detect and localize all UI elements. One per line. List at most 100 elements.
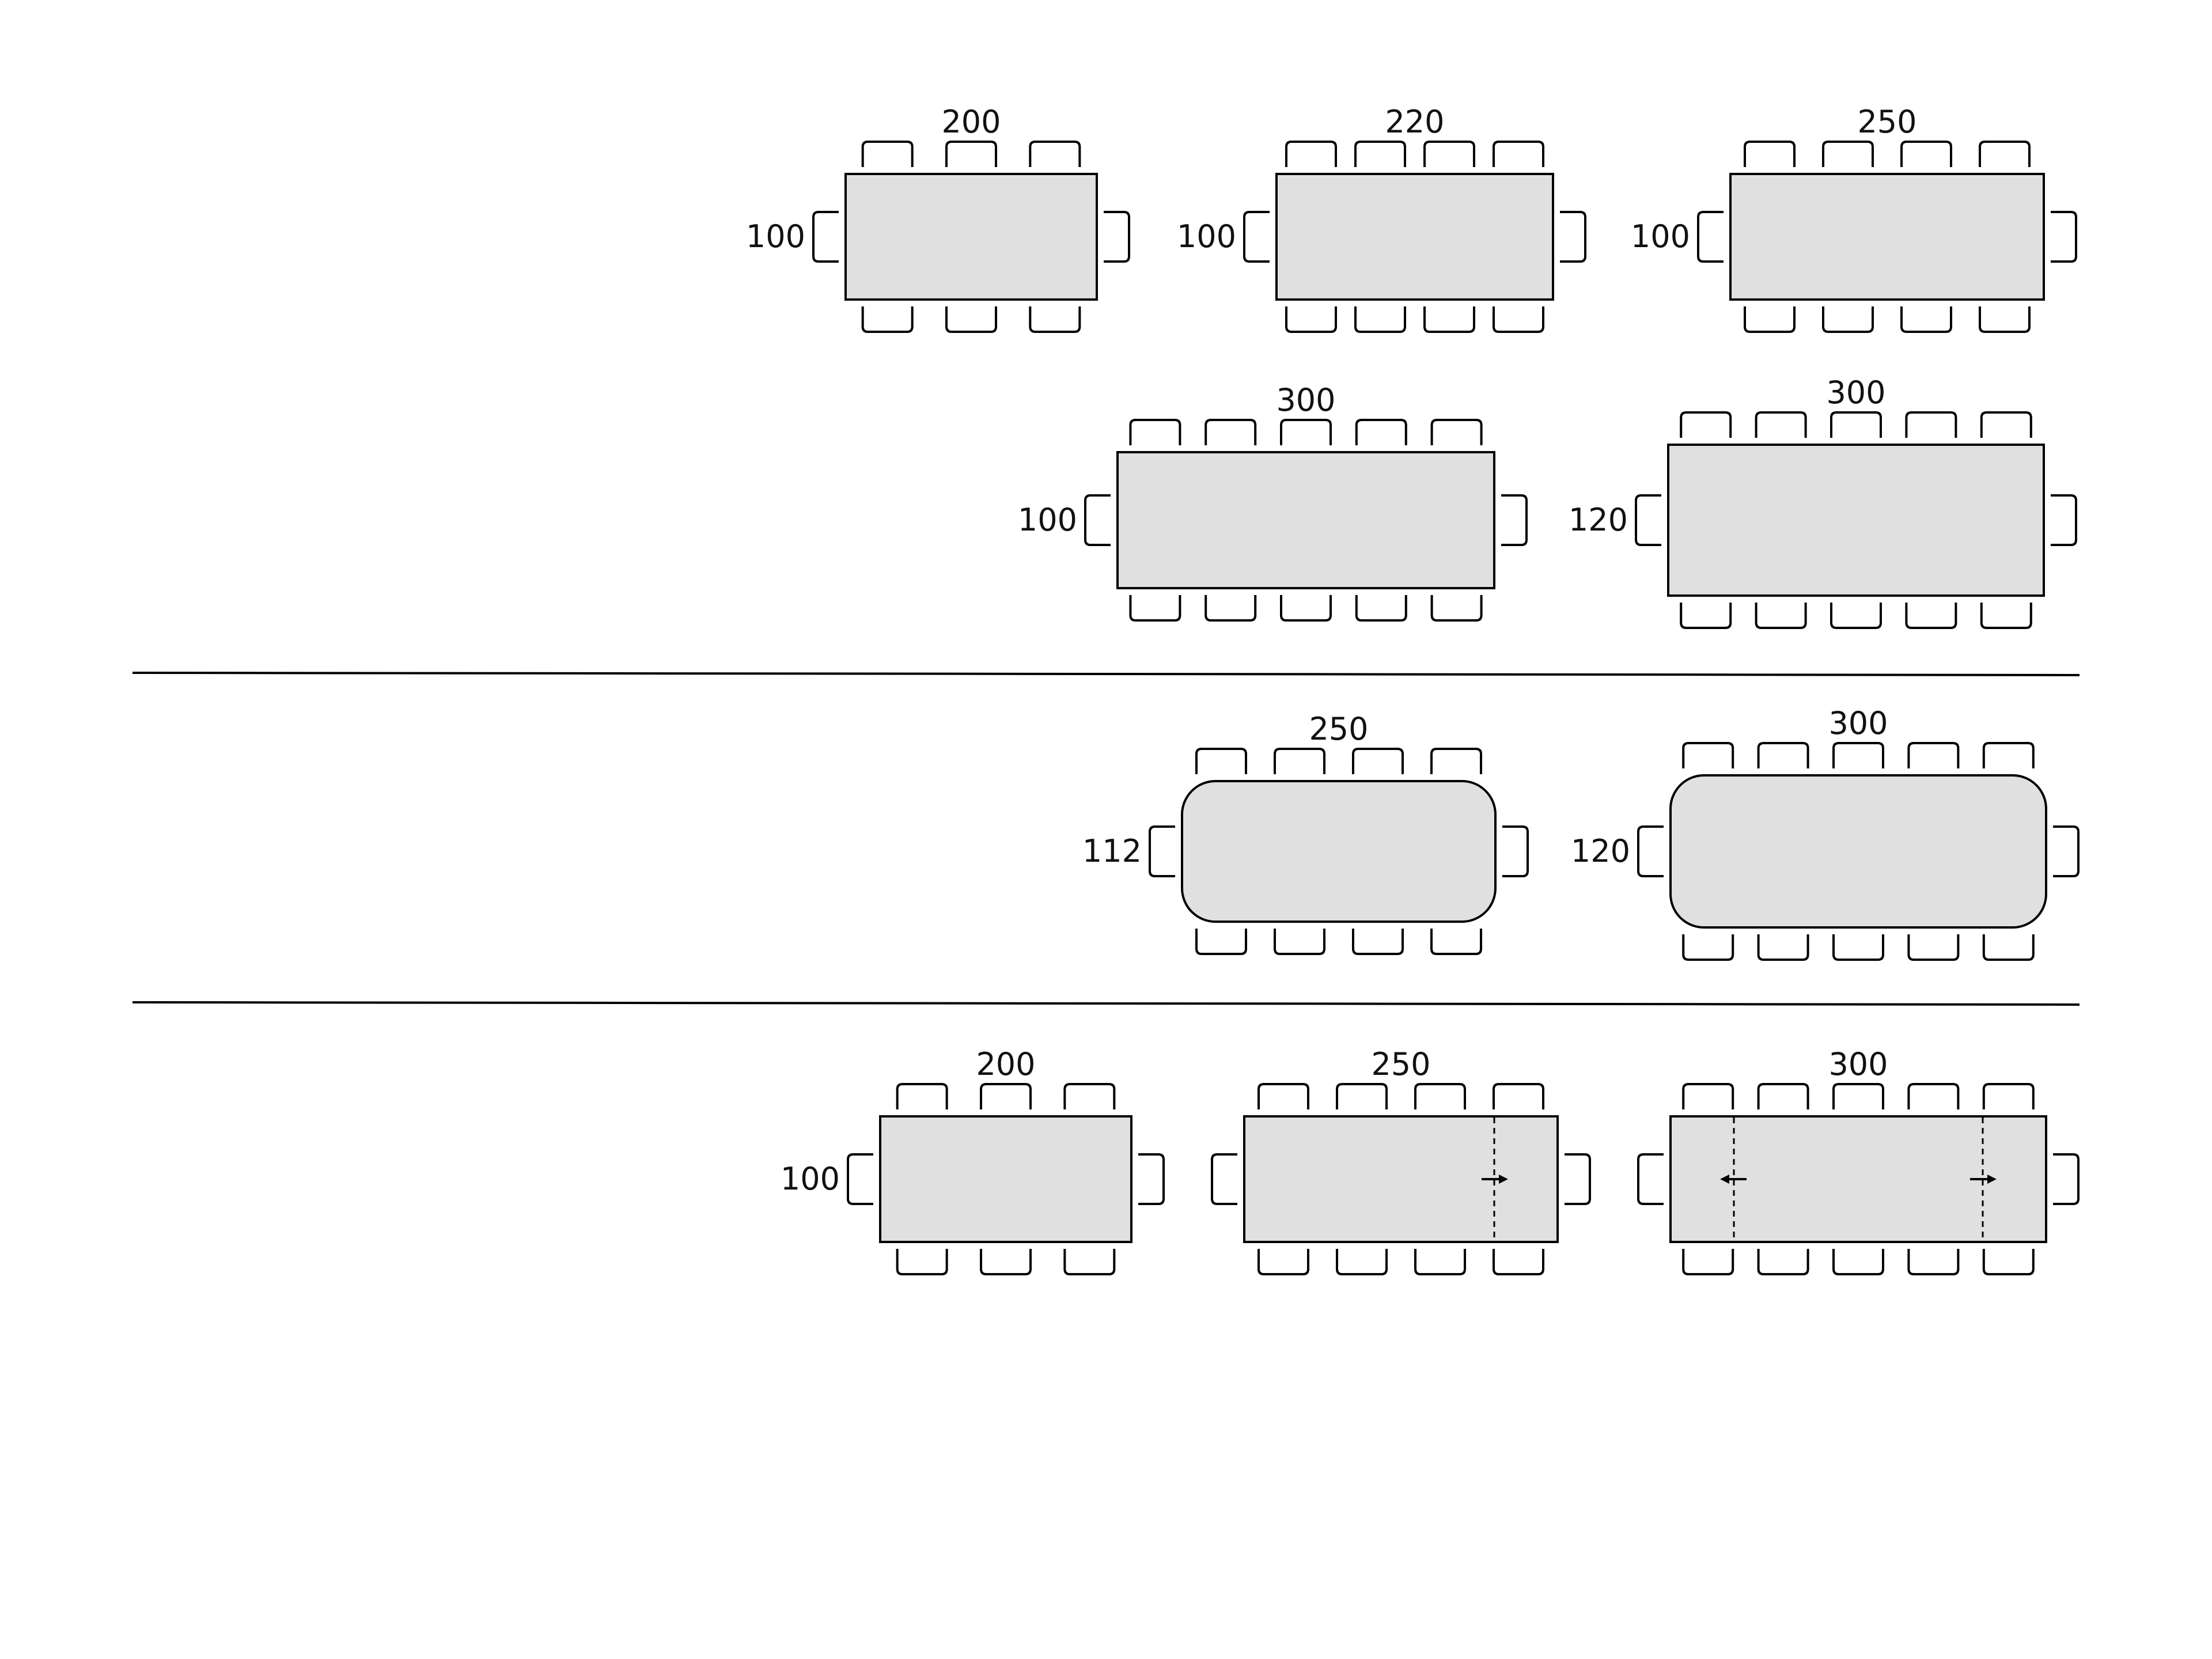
chair-top	[1744, 141, 1796, 167]
chair-top	[1355, 419, 1407, 445]
table-width-label: 100	[1631, 218, 1690, 255]
table-length-label: 250	[1857, 104, 1916, 140]
chair-bottom	[1414, 1249, 1466, 1275]
chair-top	[1205, 419, 1257, 445]
chair-top	[1354, 141, 1406, 167]
chair-end-left	[1637, 825, 1664, 877]
table-length-label: 250	[1309, 711, 1368, 747]
chair-bottom	[1744, 306, 1796, 333]
chair-bottom	[1355, 595, 1407, 622]
table-length-label: 200	[976, 1046, 1035, 1082]
table-length-label: 300	[1826, 374, 1885, 411]
table-width-label: 100	[781, 1161, 840, 1197]
chair-top	[1493, 141, 1544, 167]
chair-top	[1430, 419, 1483, 445]
tabletop	[1116, 451, 1495, 589]
chair-bottom	[980, 1249, 1032, 1275]
chair-top	[1905, 411, 1957, 438]
chair-bottom	[1336, 1249, 1388, 1275]
chair-top	[1493, 1083, 1544, 1109]
table-extendable-250: 250	[1211, 1046, 1591, 1275]
chair-end-right	[2051, 494, 2077, 546]
chair-bottom	[1682, 934, 1734, 961]
chair-end-right	[1560, 211, 1586, 263]
chair-top	[1129, 419, 1181, 445]
chair-bottom	[1907, 934, 1960, 961]
table-length-label: 250	[1371, 1046, 1430, 1082]
chair-end-left	[812, 211, 839, 263]
chair-bottom	[861, 306, 914, 333]
chair-top	[1980, 411, 2032, 438]
chair-bottom	[1195, 929, 1247, 955]
chair-top	[1682, 1083, 1734, 1109]
chair-top	[1352, 748, 1404, 774]
chair-bottom	[1423, 306, 1475, 333]
tabletop	[1729, 173, 2045, 301]
chair-end-left	[1211, 1153, 1237, 1205]
tabletop	[1243, 1115, 1559, 1243]
chair-top	[1257, 1083, 1309, 1109]
chair-bottom	[1905, 603, 1957, 629]
table-length-label: 300	[1828, 705, 1888, 741]
chair-end-right	[1565, 1153, 1591, 1205]
extension-arrow-icon	[1970, 1175, 1997, 1184]
chair-top	[1274, 748, 1325, 774]
chair-bottom	[1980, 603, 2032, 629]
chair-bottom	[1029, 306, 1081, 333]
chair-bottom	[1979, 306, 2031, 333]
chair-bottom	[945, 306, 997, 333]
table-rounded-300x120: 300 120	[1571, 705, 2080, 961]
chair-end-right	[2053, 825, 2080, 877]
chair-bottom	[1757, 1249, 1809, 1275]
chair-top	[1982, 1083, 2035, 1109]
tabletop	[844, 173, 1098, 301]
chair-bottom	[1063, 1249, 1116, 1275]
chair-end-right	[1502, 825, 1529, 877]
chair-bottom	[1354, 306, 1406, 333]
chair-top	[1982, 742, 2035, 768]
chair-end-left	[1149, 825, 1175, 877]
extension-arrow-icon	[1482, 1175, 1508, 1184]
chair-top	[1907, 742, 1960, 768]
chair-top	[1423, 141, 1475, 167]
chair-top	[1822, 141, 1874, 167]
chair-bottom	[1430, 929, 1482, 955]
chair-bottom	[1493, 306, 1544, 333]
table-width-label: 100	[1018, 502, 1077, 538]
chair-bottom	[1757, 934, 1809, 961]
chair-bottom	[1832, 934, 1884, 961]
chair-top	[1029, 141, 1081, 167]
tabletop	[1669, 774, 2047, 929]
table-extendable-300: 300	[1637, 1046, 2080, 1275]
chair-bottom	[1257, 1249, 1309, 1275]
chair-bottom	[1822, 306, 1874, 333]
chair-top	[1830, 411, 1882, 438]
table-length-label: 300	[1828, 1046, 1888, 1082]
chair-top	[1063, 1083, 1116, 1109]
tabletop	[1181, 780, 1497, 923]
table-width-label: 120	[1571, 833, 1630, 869]
chair-bottom	[1129, 595, 1181, 622]
chair-top	[1414, 1083, 1466, 1109]
chair-end-left	[1637, 1153, 1664, 1205]
tabletop	[1275, 173, 1554, 301]
section-divider	[132, 672, 2080, 676]
table-extendable-200x100: 200 100	[781, 1046, 1165, 1275]
chair-top	[1832, 1083, 1884, 1109]
chair-top	[1336, 1083, 1388, 1109]
table-width-label: 100	[1177, 218, 1236, 255]
chair-end-left	[847, 1153, 873, 1205]
chair-top	[1757, 1083, 1809, 1109]
chair-bottom	[1280, 595, 1332, 622]
chair-end-left	[1243, 211, 1270, 263]
chair-top	[1195, 748, 1247, 774]
chair-top	[1285, 141, 1337, 167]
chair-top	[1900, 141, 1952, 167]
table-width-label: 120	[1569, 502, 1628, 538]
chair-top	[1979, 141, 2031, 167]
chair-top	[1907, 1083, 1960, 1109]
chair-top	[1680, 411, 1732, 438]
